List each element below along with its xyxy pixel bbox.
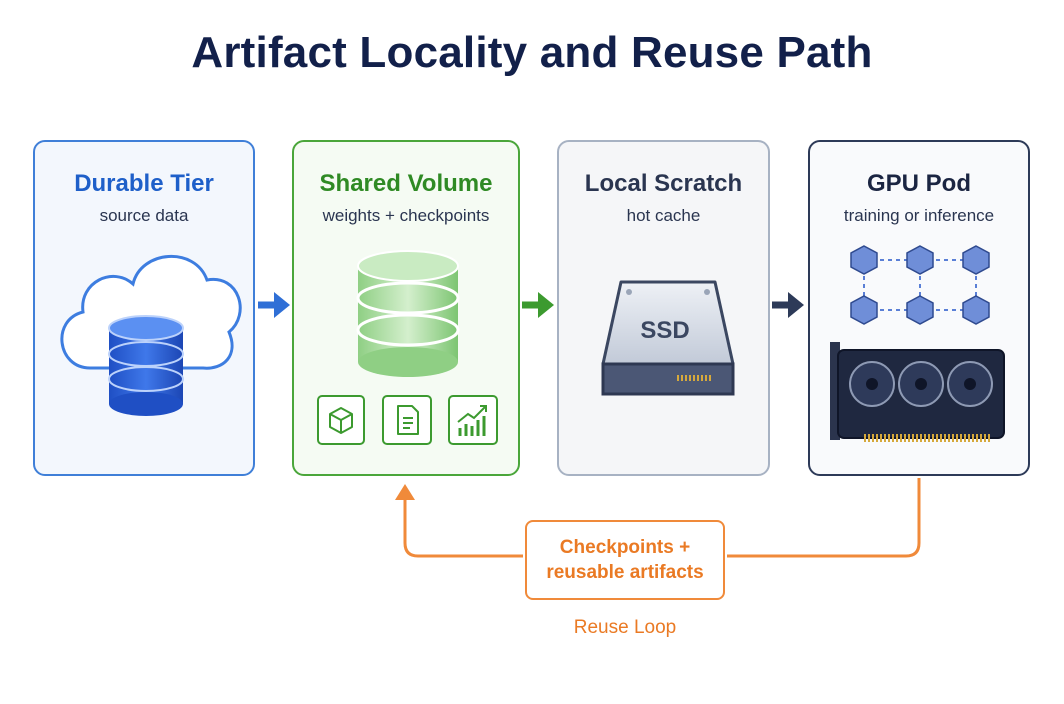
growth-chart-icon <box>448 395 498 445</box>
arrow-durable-to-shared <box>258 292 290 318</box>
durable-tier-subtitle: source data <box>99 206 189 225</box>
ssd-label: SSD <box>640 317 689 344</box>
shared-volume-title: Shared Volume <box>319 170 493 197</box>
node-grid-icon <box>850 245 990 325</box>
reuse-artifacts-box: Checkpoints + reusable artifacts <box>525 520 725 600</box>
diagram-title: Artifact Locality and Reuse Path <box>191 28 873 77</box>
document-icon <box>382 395 432 445</box>
durable-tier-card: Durable Tier source data <box>33 140 255 476</box>
local-scratch-title: Local Scratch <box>584 170 743 197</box>
shared-volume-card: Shared Volume weights + checkpoints <box>292 140 520 476</box>
reuse-loop-caption: Reuse Loop <box>573 617 677 638</box>
arrow-shared-to-local <box>522 292 554 318</box>
reuse-box-line1: Checkpoints + <box>559 537 691 558</box>
cloud-database-icon <box>60 255 242 416</box>
reuse-box-line2: reusable artifacts <box>546 562 704 583</box>
local-scratch-subtitle: hot cache <box>626 206 701 225</box>
local-scratch-card: Local Scratch hot cache SSD <box>557 140 770 476</box>
durable-tier-title: Durable Tier <box>74 170 214 197</box>
gpu-pod-card: GPU Pod training or inference <box>808 140 1030 476</box>
gpu-pod-title: GPU Pod <box>866 170 971 197</box>
gpu-pod-subtitle: training or inference <box>843 206 995 225</box>
cube-icon <box>317 395 365 445</box>
ssd-drive-icon: SSD <box>601 280 735 396</box>
database-stack-icon <box>356 250 460 377</box>
gpu-card-icon <box>830 342 1005 442</box>
reuse-loop-arrow <box>395 478 921 558</box>
shared-volume-subtitle: weights + checkpoints <box>322 206 490 225</box>
arrow-local-to-gpu <box>772 292 804 318</box>
